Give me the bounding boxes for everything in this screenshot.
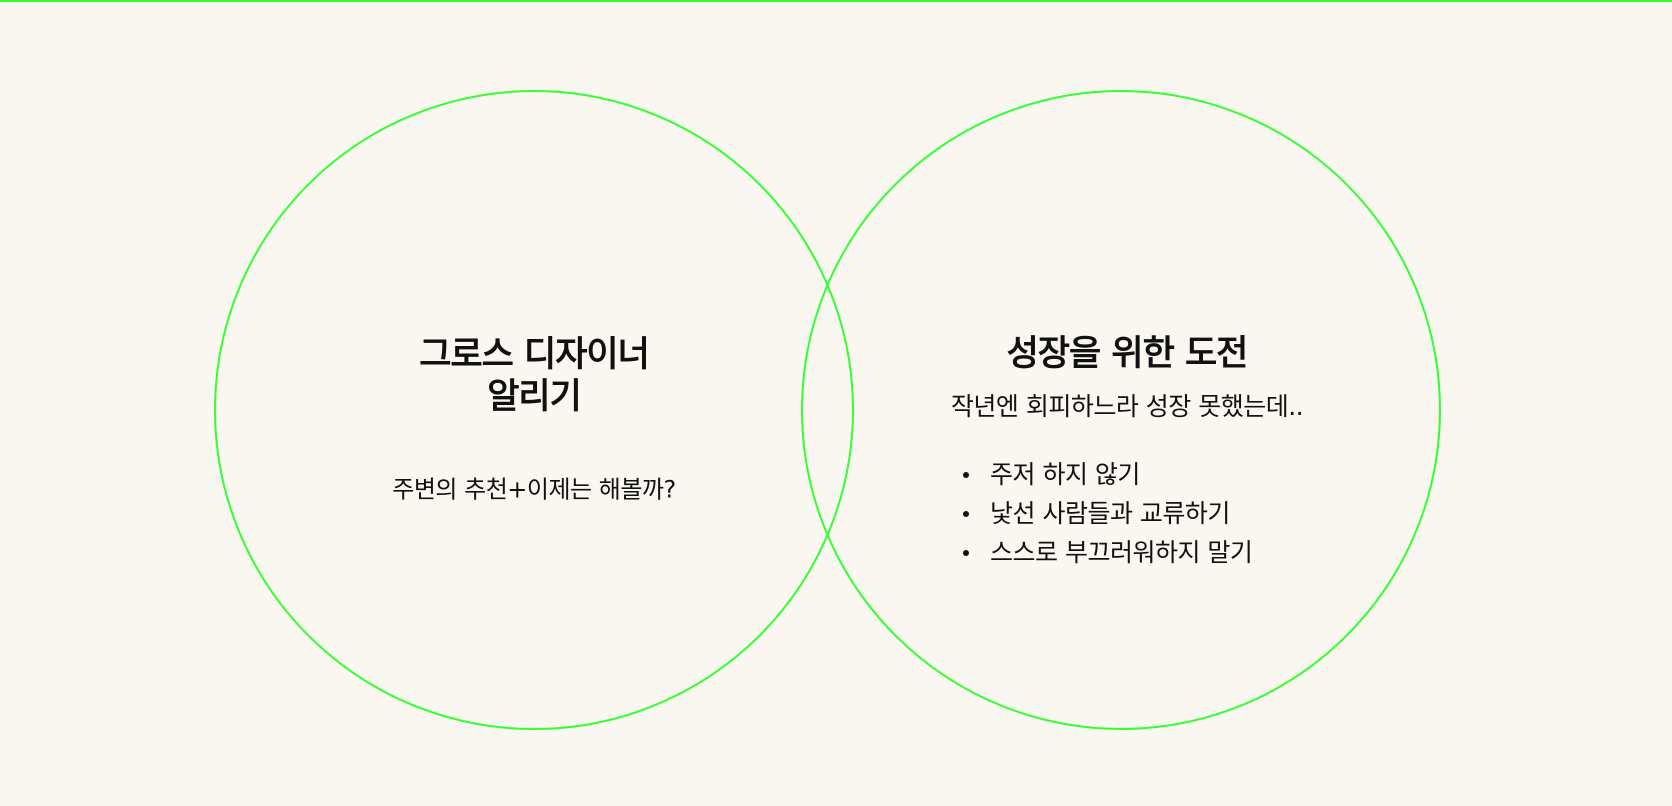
right-subtitle: 작년엔 회피하느라 성장 못했는데.. bbox=[950, 392, 1304, 421]
left-title-line1: 그로스 디자이너 bbox=[419, 335, 650, 375]
left-subtitle: 주변의 추천+이제는 해볼까? bbox=[392, 475, 676, 504]
left-title: 그로스 디자이너 알리기 bbox=[419, 334, 650, 418]
bullet-icon bbox=[963, 550, 969, 556]
right-circle bbox=[801, 90, 1441, 730]
list-item: 낯선 사람들과 교류하기 bbox=[958, 494, 1252, 533]
right-title: 성장을 위한 도전 bbox=[1006, 334, 1249, 374]
challenge-list: 주저 하지 않기 낯선 사람들과 교류하기 스스로 부끄러워하지 말기 bbox=[958, 455, 1253, 572]
left-title-line2: 알리기 bbox=[487, 377, 582, 417]
left-circle bbox=[214, 90, 854, 730]
list-item: 주저 하지 않기 bbox=[958, 455, 1252, 494]
list-item: 스스로 부끄러워하지 말기 bbox=[958, 533, 1253, 572]
bullet-icon bbox=[963, 511, 969, 517]
top-accent-line bbox=[0, 0, 1672, 2]
bullet-icon bbox=[963, 472, 969, 478]
